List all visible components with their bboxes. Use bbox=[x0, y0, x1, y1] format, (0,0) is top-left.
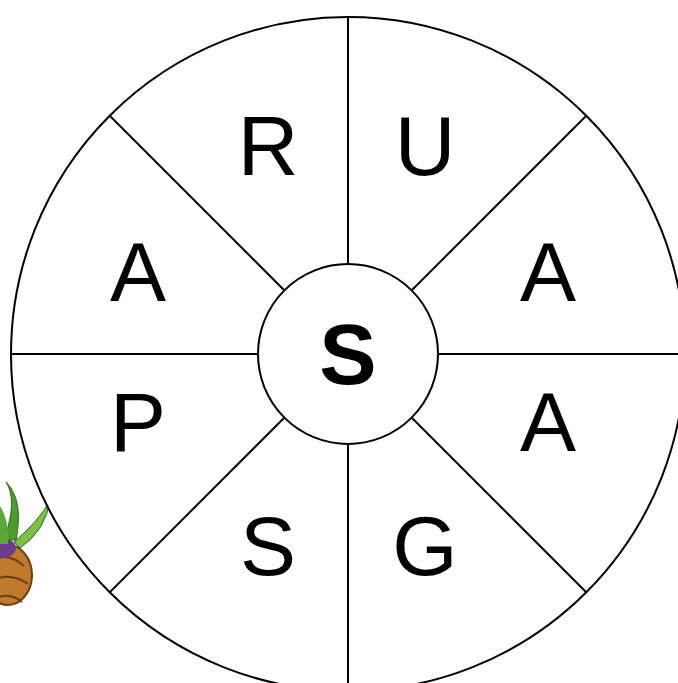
letter: S bbox=[240, 504, 296, 588]
letter: R bbox=[238, 104, 299, 188]
letter-sector: A bbox=[514, 224, 582, 320]
letter: A bbox=[520, 230, 576, 314]
letter: U bbox=[395, 104, 456, 188]
letter-sector: G bbox=[386, 498, 463, 594]
hub-circle bbox=[258, 264, 438, 444]
spoke bbox=[11, 353, 258, 355]
letter-sector: A bbox=[514, 374, 582, 470]
letter: G bbox=[392, 504, 457, 588]
letter: A bbox=[520, 380, 576, 464]
letter-sector: S bbox=[234, 498, 302, 594]
vegetable-illustration bbox=[0, 482, 50, 605]
letter: P bbox=[110, 380, 166, 464]
spoke bbox=[347, 444, 349, 683]
spoke bbox=[438, 353, 678, 355]
letter: A bbox=[110, 230, 166, 314]
spoke bbox=[347, 17, 349, 264]
letter-sector: R bbox=[232, 98, 305, 194]
letter-sector: A bbox=[104, 224, 172, 320]
outer-circle bbox=[11, 17, 678, 683]
letter: S bbox=[319, 311, 376, 397]
letter-sector: P bbox=[104, 374, 172, 470]
letter-sector: U bbox=[389, 98, 462, 194]
hub-letter-circle: S bbox=[313, 305, 382, 403]
